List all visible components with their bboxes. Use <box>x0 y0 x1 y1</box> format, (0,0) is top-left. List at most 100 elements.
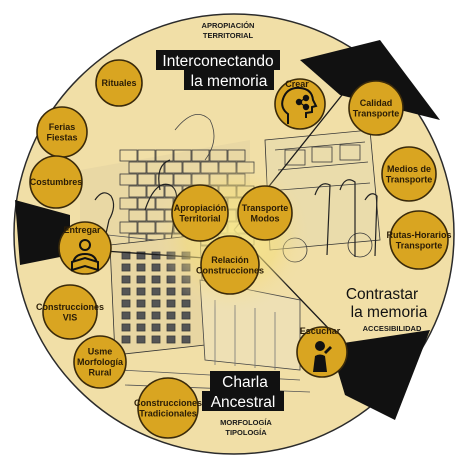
brick <box>119 173 138 186</box>
bubble-usme-line-1: Usme <box>88 347 113 357</box>
building-window <box>121 311 131 320</box>
building-window <box>166 299 176 308</box>
building-window <box>121 275 131 284</box>
brick <box>137 149 156 162</box>
bubble-relacion-line-1: Relación <box>211 255 249 265</box>
bubble-rutas-line-1: Rutas-Horarios <box>386 230 451 240</box>
contrastar-title-line-2: la memoria <box>351 304 428 321</box>
bubble-costumbres[interactable]: Costumbres <box>29 155 83 209</box>
brick <box>119 197 138 210</box>
action-entregar-label: Entregar <box>63 225 101 235</box>
building-window <box>136 311 146 320</box>
brick <box>128 209 147 222</box>
bubble-calidad-circle <box>348 80 404 136</box>
section-apropiacion-label: APROPIACIÓN TERRITORIAL <box>202 21 255 40</box>
building-window <box>136 287 146 296</box>
bubble-vis-line-1: Construcciones <box>36 302 104 312</box>
apropiacion-label-line-2: TERRITORIAL <box>203 31 254 40</box>
apropiacion-label-line-1: APROPIACIÓN <box>202 21 255 30</box>
brick <box>155 173 174 186</box>
bubble-transporte-circle <box>237 185 293 241</box>
building-window <box>151 263 161 272</box>
bubble-relacion-line-2: Construcciones <box>196 265 264 275</box>
bubble-rituales[interactable]: Rituales <box>95 59 143 107</box>
building-window <box>121 323 131 332</box>
brick <box>119 149 138 162</box>
charla-title-line-1: Charla <box>222 374 268 391</box>
bubble-relacion-circle <box>200 235 260 295</box>
brick <box>119 221 138 234</box>
bubble-calidad-line-2: Transporte <box>353 108 400 118</box>
building-window <box>181 323 191 332</box>
bubble-rituales-line-1: Rituales <box>101 78 136 88</box>
brick <box>155 149 174 162</box>
building-window <box>181 311 191 320</box>
concept-bubbles: RitualesFeriasFiestasCostumbresCalidadTr… <box>29 59 452 439</box>
action-entregar[interactable]: Entregar <box>58 221 112 275</box>
bubble-tradicionales-line-1: Construcciones <box>134 398 202 408</box>
building-window <box>136 263 146 272</box>
charla-subtitle-line-2: TIPOLOGÍA <box>225 428 267 437</box>
contrastar-subtitle: ACCESIBILIDAD <box>363 324 422 333</box>
brick <box>146 185 165 198</box>
building-window <box>181 299 191 308</box>
building-window <box>166 311 176 320</box>
building-window <box>151 299 161 308</box>
building-window <box>136 251 146 260</box>
action-escuchar-label: Escuchar <box>300 326 341 336</box>
bubble-rutas-circle <box>389 210 449 270</box>
brick <box>128 185 147 198</box>
action-crear-label: Crear <box>285 79 309 89</box>
action-escuchar[interactable]: Escuchar <box>296 326 348 378</box>
bubble-medios-line-1: Medios de <box>387 164 431 174</box>
brick <box>137 197 156 210</box>
brick <box>164 161 183 174</box>
bubble-costumbres-circle <box>29 155 83 209</box>
building-window <box>136 299 146 308</box>
bubble-calidad-line-1: Calidad <box>360 98 393 108</box>
bubble-vis-circle <box>42 284 98 340</box>
building-window <box>151 287 161 296</box>
charla-subtitle-line-1: MORFOLOGÍA <box>220 418 272 427</box>
building-window <box>151 323 161 332</box>
building-window <box>151 275 161 284</box>
bubble-usme-circle <box>73 335 127 389</box>
bubble-ferias-line-2: Fiestas <box>46 132 77 142</box>
bubble-tradicionales-line-2: Tradicionales <box>139 408 197 418</box>
bubble-vis-line-2: VIS <box>63 312 78 322</box>
section-charla-title: Charla Ancestral MORFOLOGÍA TIPOLOGÍA <box>202 371 284 437</box>
brick <box>128 161 147 174</box>
bubble-costumbres-line-1: Costumbres <box>30 177 83 187</box>
bubble-usme-line-3: Rural <box>88 368 111 378</box>
building-window <box>151 335 161 344</box>
section-interconectando-title: Interconectando la memoria <box>156 50 280 90</box>
action-crear[interactable]: Crear <box>274 78 326 130</box>
section-contrastar-title: Contrastar la memoria ACCESIBILIDAD <box>346 286 428 333</box>
charla-title-line-2: Ancestral <box>211 394 276 411</box>
brick <box>146 161 165 174</box>
bubble-usme-line-2: Morfología <box>77 357 124 367</box>
bubble-rituales-circle <box>95 59 143 107</box>
rim-wedges <box>15 40 440 420</box>
bubble-medios-line-2: Transporte <box>386 174 433 184</box>
building-window <box>121 287 131 296</box>
bubble-apropiacion-line-2: Territorial <box>179 213 220 223</box>
building-window <box>151 311 161 320</box>
bubble-apropiacion-line-1: Apropiación <box>174 203 227 213</box>
bubble-ferias-line-1: Ferias <box>49 122 76 132</box>
building-window <box>181 335 191 344</box>
bubble-tradicionales-circle <box>137 377 199 439</box>
building-window <box>166 335 176 344</box>
building-window <box>121 263 131 272</box>
building-window <box>166 323 176 332</box>
